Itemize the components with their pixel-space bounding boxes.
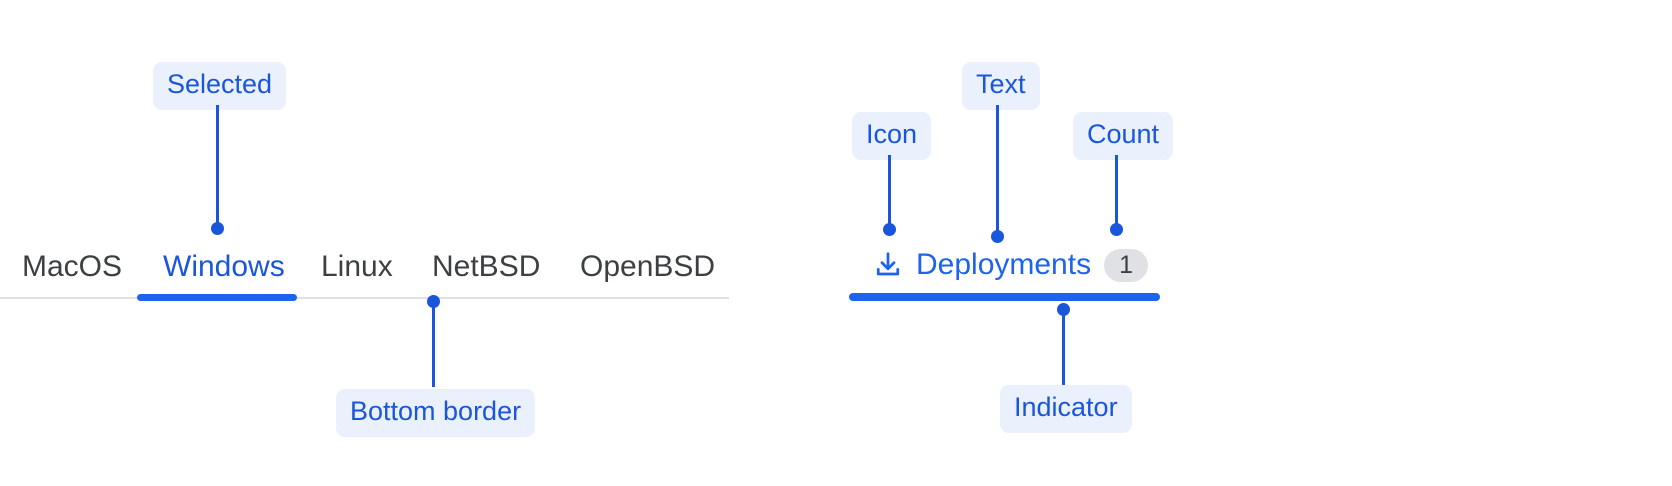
callout-line-bottom-border xyxy=(432,301,435,387)
download-icon xyxy=(873,250,903,280)
tab-openbsd[interactable]: OpenBSD xyxy=(580,250,716,283)
callout-line-text xyxy=(996,105,999,236)
callout-dot-selected xyxy=(211,222,224,235)
callout-label-text: Text xyxy=(962,62,1040,110)
tab-deployments[interactable]: Deployments 1 xyxy=(849,243,1160,303)
tab-active-indicator xyxy=(849,293,1160,301)
tab-bar-bottom-border xyxy=(0,297,729,299)
tab-windows[interactable]: Windows xyxy=(163,250,285,283)
tab-deployments-label: Deployments xyxy=(916,248,1092,281)
callout-label-count: Count xyxy=(1073,112,1174,160)
tab-deployments-count-badge: 1 xyxy=(1104,248,1149,282)
callout-label-bottom-border: Bottom border xyxy=(336,389,536,437)
callout-dot-count xyxy=(1110,223,1123,236)
callout-dot-text xyxy=(991,230,1004,243)
tab-bar: MacOS Windows Linux NetBSD OpenBSD xyxy=(0,247,729,301)
tab-linux[interactable]: Linux xyxy=(321,250,393,283)
callout-label-indicator: Indicator xyxy=(1000,385,1132,433)
callout-label-icon: Icon xyxy=(852,112,932,160)
tab-deployments-content: Deployments 1 xyxy=(873,243,1149,287)
tab-netbsd[interactable]: NetBSD xyxy=(432,250,541,283)
callout-line-indicator xyxy=(1062,309,1065,385)
callout-line-selected xyxy=(216,105,219,227)
callout-line-count xyxy=(1115,155,1118,227)
callout-label-selected: Selected xyxy=(153,62,287,110)
tab-macos[interactable]: MacOS xyxy=(22,250,123,283)
callout-dot-icon xyxy=(883,223,896,236)
tab-selected-underline xyxy=(137,294,297,301)
callout-line-icon xyxy=(888,155,891,227)
